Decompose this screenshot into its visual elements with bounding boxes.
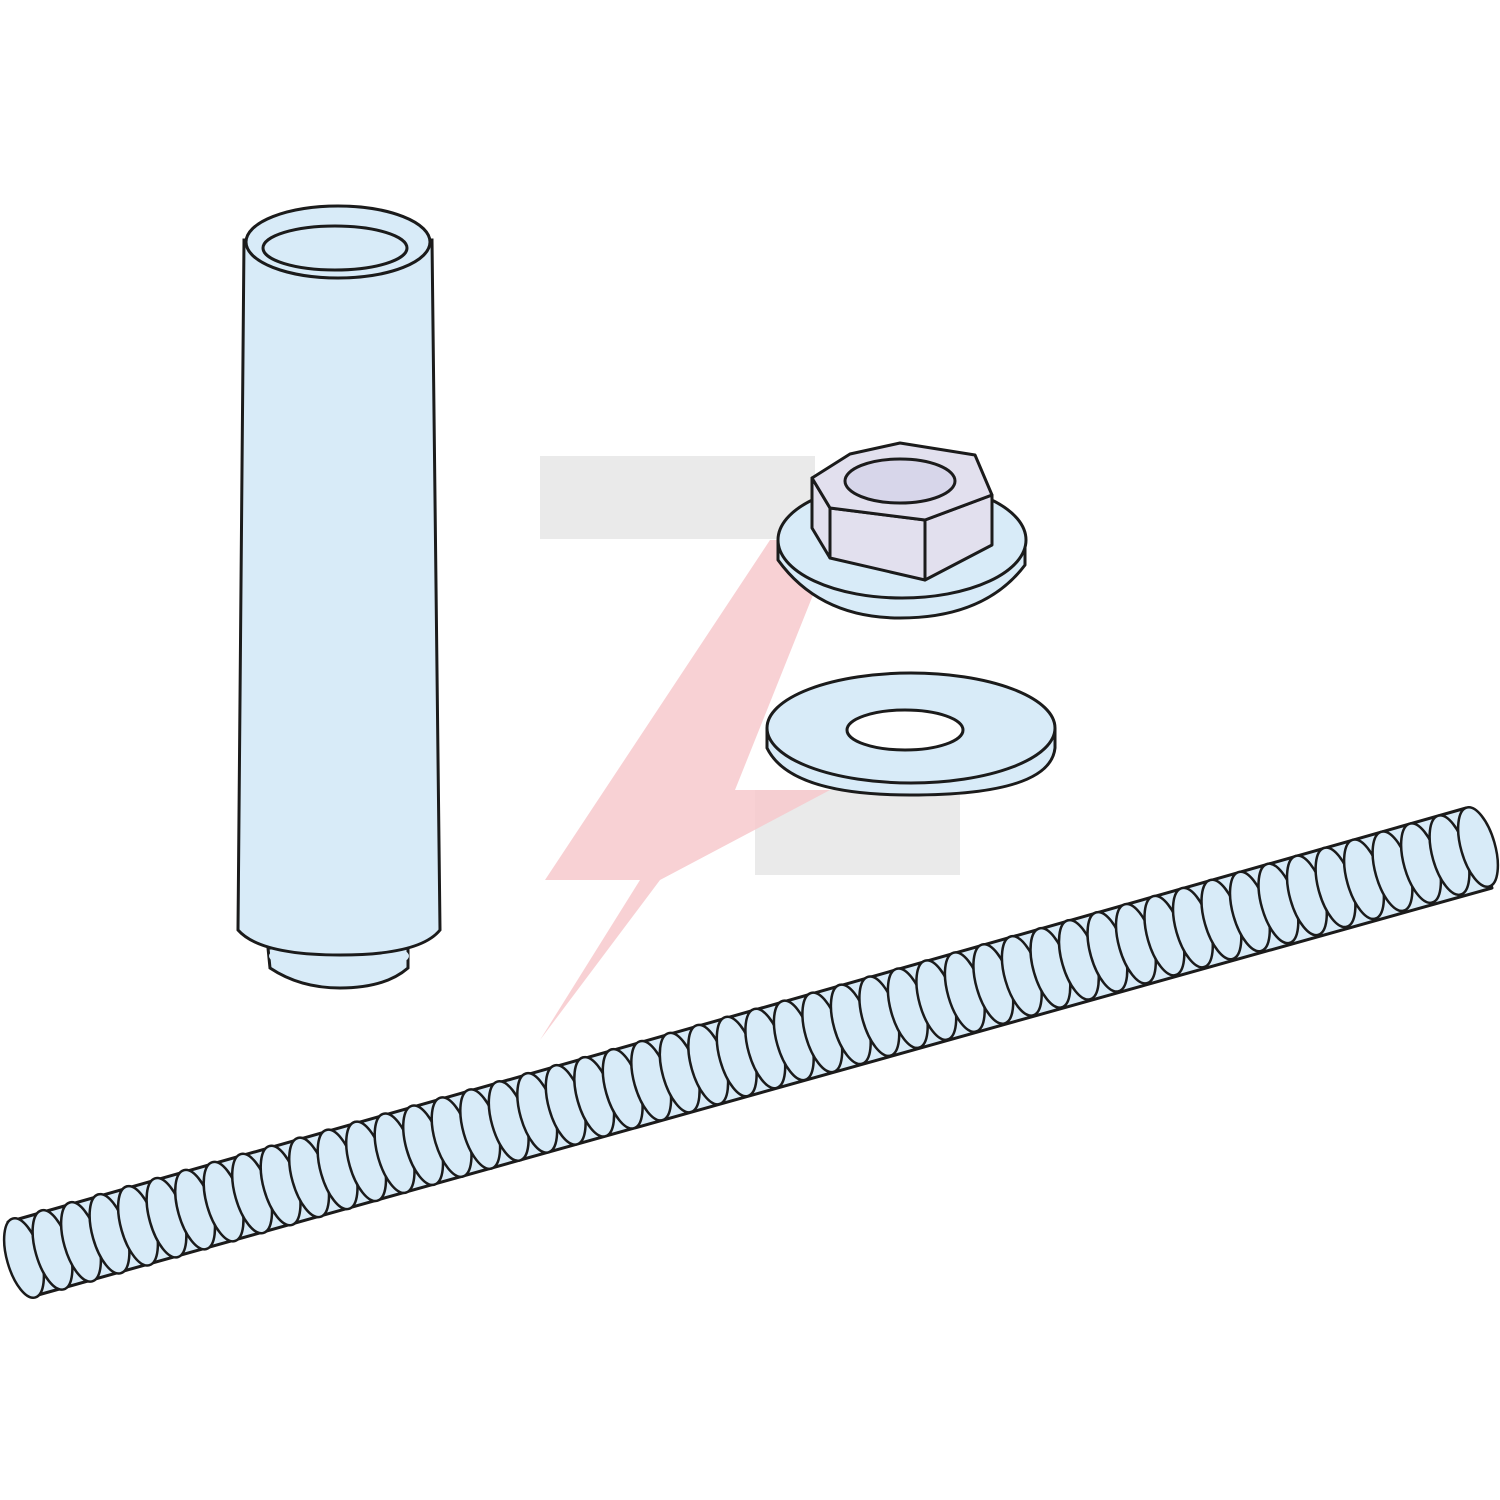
flat-washer-icon [765, 671, 1057, 797]
thread-ridge [1456, 806, 1500, 888]
tapered-sleeve-icon [236, 204, 442, 990]
lightning-bolt-icon [540, 540, 835, 1040]
threaded-rod-icon [2, 806, 1500, 1299]
watermark-logo [540, 456, 960, 1040]
flange-hex-nut-icon [776, 441, 1028, 620]
rod-threads [2, 806, 1500, 1299]
